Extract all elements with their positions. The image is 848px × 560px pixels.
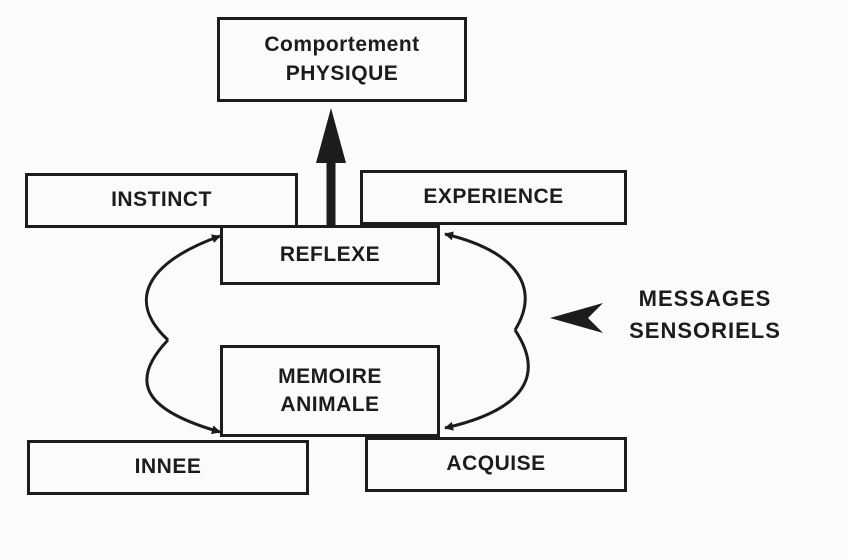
reflexe-box: REFLEXE	[220, 225, 440, 285]
instinct-label: INSTINCT	[111, 188, 212, 212]
messages-arrowhead	[550, 303, 603, 333]
physique-label: PHYSIQUE	[285, 61, 399, 85]
comportement-label: Comportement	[264, 33, 420, 57]
instinct-box: INSTINCT	[25, 173, 298, 228]
reflexe-label: REFLEXE	[279, 242, 381, 266]
left-loop-arrow-down	[145, 338, 221, 435]
right-loop-arrow-up	[444, 231, 527, 331]
acquise-label: ACQUISE	[446, 452, 546, 476]
innee-box: INNEE	[27, 440, 309, 495]
acquise-box: ACQUISE	[365, 437, 627, 492]
innee-label: INNEE	[134, 455, 202, 479]
comportement-physique-box: Comportement PHYSIQUE	[217, 17, 467, 102]
experience-box: EXPERIENCE	[360, 170, 627, 225]
messages-line: MESSAGES	[638, 286, 772, 311]
sensoriels-line: SENSORIELS	[629, 317, 781, 343]
right-loop-arrow-down	[444, 329, 530, 431]
animale-label: ANIMALE	[280, 393, 380, 416]
up-arrow-head	[316, 108, 346, 163]
messages-sensoriels-label: MESSAGES SENSORIELS	[600, 283, 810, 347]
memoire-animale-box: MEMOIRE ANIMALE	[220, 345, 440, 437]
memoire-label: MEMOIRE	[278, 364, 382, 388]
experience-label: EXPERIENCE	[423, 185, 564, 209]
left-loop-arrow-up	[144, 234, 221, 342]
